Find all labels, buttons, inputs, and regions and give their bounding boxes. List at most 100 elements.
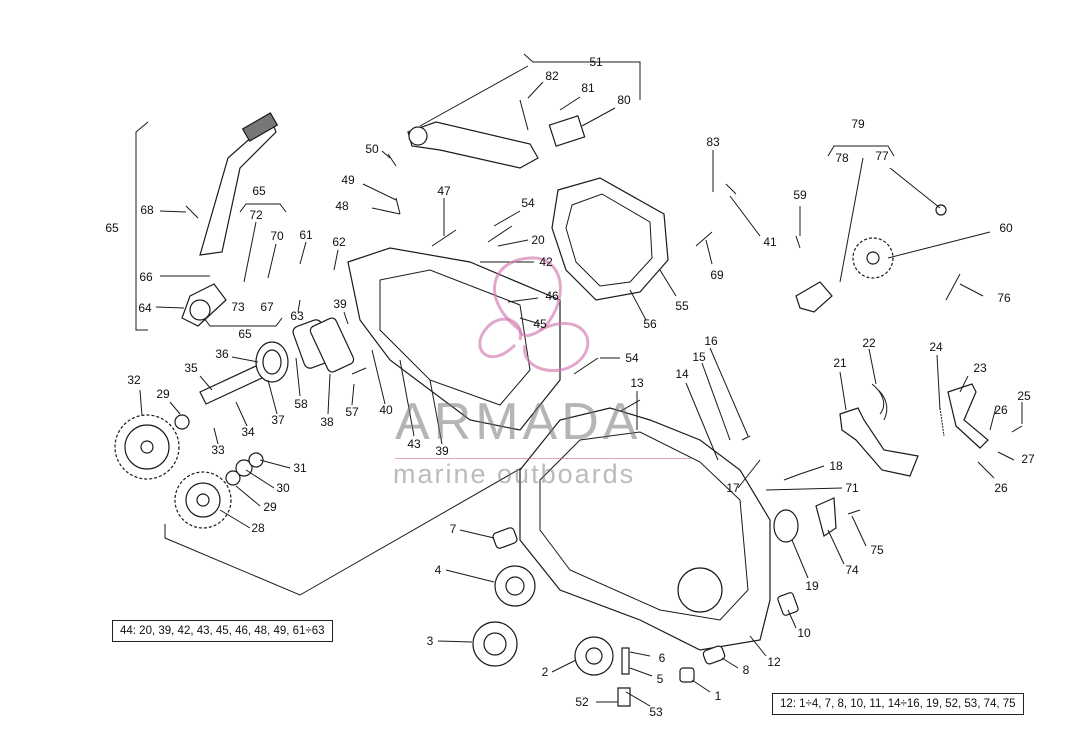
watermark-divider bbox=[395, 458, 691, 459]
part-label-32: 32 bbox=[127, 373, 141, 387]
spring-5 bbox=[621, 647, 630, 675]
gear-pedal-rubber bbox=[548, 115, 586, 147]
part-label-56: 56 bbox=[643, 317, 657, 331]
plug-10 bbox=[777, 592, 799, 616]
part-label-5: 5 bbox=[657, 672, 664, 686]
part-label-79: 79 bbox=[851, 117, 865, 131]
part-label-4: 4 bbox=[435, 563, 442, 577]
part-label-2: 2 bbox=[542, 665, 549, 679]
screws bbox=[185, 99, 1023, 515]
part-label-57: 57 bbox=[345, 405, 359, 419]
part-label-48: 48 bbox=[335, 199, 349, 213]
needle-bearing-29b bbox=[225, 470, 241, 486]
watermark-logo bbox=[478, 256, 590, 373]
washer-30 bbox=[235, 459, 253, 477]
part-label-73: 73 bbox=[231, 300, 245, 314]
part-label-23: 23 bbox=[973, 361, 987, 375]
dowel-8 bbox=[702, 645, 726, 665]
part-label-36: 36 bbox=[215, 347, 229, 361]
part-label-54b: 54 bbox=[625, 351, 639, 365]
part-label-71: 71 bbox=[845, 481, 859, 495]
part-label-13: 13 bbox=[630, 376, 644, 390]
watermark-brand: ARMADA bbox=[395, 393, 642, 451]
needle-bearing-29 bbox=[174, 414, 190, 430]
part-label-42: 42 bbox=[539, 255, 553, 269]
part-label-54a: 54 bbox=[521, 196, 535, 210]
assembly-12-note: 12: 1÷4, 7, 8, 10, 11, 14÷16, 19, 52, 53… bbox=[772, 693, 1024, 715]
part-label-53: 53 bbox=[649, 705, 663, 719]
part-label-51: 51 bbox=[589, 55, 603, 69]
clutch-cover-55 bbox=[551, 177, 669, 301]
part-label-22: 22 bbox=[862, 336, 876, 350]
part-label-83: 83 bbox=[706, 135, 720, 149]
part-label-75: 75 bbox=[870, 543, 884, 557]
part-label-39a: 39 bbox=[333, 297, 347, 311]
spring-24 bbox=[939, 407, 945, 437]
part-label-15: 15 bbox=[692, 350, 706, 364]
part-label-59: 59 bbox=[793, 188, 807, 202]
part-label-19: 19 bbox=[805, 579, 819, 593]
part-label-29b: 29 bbox=[263, 500, 277, 514]
crankcase-bore bbox=[677, 567, 723, 613]
kick-hub-spline bbox=[189, 299, 211, 321]
spring-22 bbox=[871, 383, 888, 421]
part-label-63: 63 bbox=[290, 309, 304, 323]
part-label-64: 64 bbox=[138, 301, 152, 315]
part-label-65b: 65 bbox=[105, 221, 119, 235]
part-label-43: 43 bbox=[407, 437, 421, 451]
part-label-25: 25 bbox=[1017, 389, 1031, 403]
side-cover-inner bbox=[379, 269, 531, 406]
part-label-35: 35 bbox=[184, 361, 198, 375]
bracket-79 bbox=[827, 145, 895, 157]
part-label-65c: 65 bbox=[238, 327, 252, 341]
part-label-58: 58 bbox=[294, 397, 308, 411]
part-label-77: 77 bbox=[875, 149, 889, 163]
side-cover bbox=[347, 247, 561, 431]
part-label-39b: 39 bbox=[435, 444, 449, 458]
bracket-65-top bbox=[239, 203, 287, 213]
part-label-24: 24 bbox=[929, 340, 943, 354]
lever-21 bbox=[839, 407, 919, 477]
part-label-69: 69 bbox=[710, 268, 724, 282]
part-label-41: 41 bbox=[763, 235, 777, 249]
part-label-50: 50 bbox=[365, 142, 379, 156]
sprocket-60-hub bbox=[866, 251, 880, 265]
part-label-20: 20 bbox=[531, 233, 545, 247]
plug-1 bbox=[679, 667, 695, 683]
part-label-81: 81 bbox=[581, 81, 595, 95]
watermark-tagline: marine outboards bbox=[393, 459, 636, 489]
part-label-40: 40 bbox=[379, 403, 393, 417]
bushing-7 bbox=[492, 527, 518, 549]
part-label-67: 67 bbox=[260, 300, 274, 314]
part-label-7: 7 bbox=[450, 522, 457, 536]
part-label-18: 18 bbox=[829, 459, 843, 473]
part-label-29a: 29 bbox=[156, 387, 170, 401]
part-label-62: 62 bbox=[332, 235, 346, 249]
part-label-6: 6 bbox=[659, 651, 666, 665]
bracket-shaft-group bbox=[164, 399, 641, 596]
part-label-27: 27 bbox=[1021, 452, 1035, 466]
part-label-46: 46 bbox=[545, 289, 559, 303]
bracket-51 bbox=[523, 53, 641, 100]
bracket-65-bottom bbox=[203, 317, 283, 327]
part-label-60: 60 bbox=[999, 221, 1013, 235]
part-label-66: 66 bbox=[139, 270, 153, 284]
part-label-65a: 65 bbox=[252, 184, 266, 198]
part-label-82: 82 bbox=[545, 69, 559, 83]
clutch-cover-inner bbox=[565, 193, 653, 287]
part-label-17: 17 bbox=[726, 481, 740, 495]
part-label-72: 72 bbox=[249, 208, 263, 222]
bearing-2-inner bbox=[585, 647, 603, 665]
part-label-21: 21 bbox=[833, 356, 847, 370]
part-label-37: 37 bbox=[271, 413, 285, 427]
part-label-74: 74 bbox=[845, 563, 859, 577]
bearing-3-inner bbox=[483, 632, 507, 656]
lever-23 bbox=[947, 383, 989, 449]
shaft-38 bbox=[309, 317, 355, 373]
kick-spring-inner bbox=[262, 349, 282, 375]
clip-77 bbox=[935, 204, 947, 216]
seal-19 bbox=[773, 509, 799, 543]
